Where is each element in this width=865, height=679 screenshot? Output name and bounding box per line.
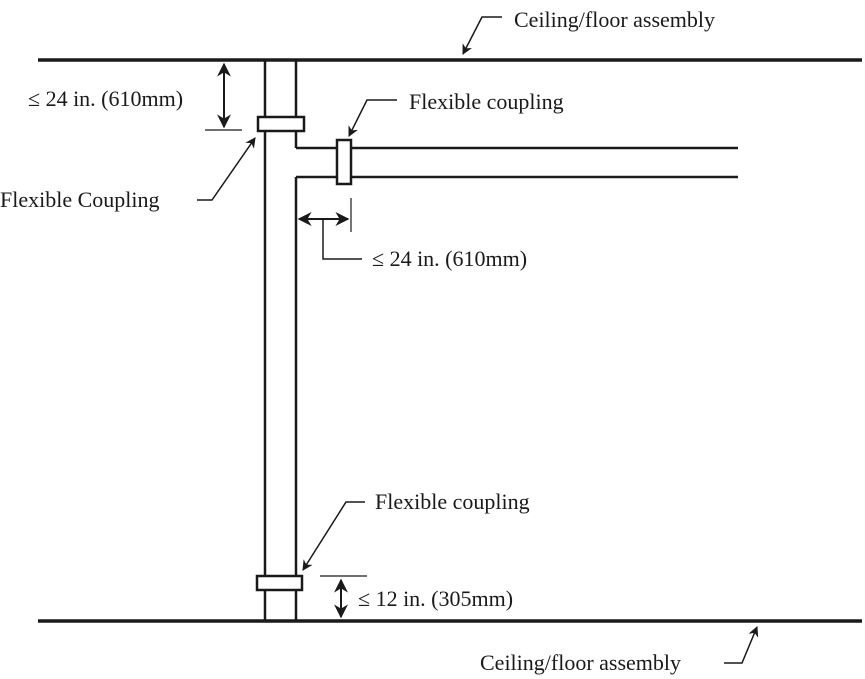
coupling-lower-riser [255,574,304,592]
dim-branch-leader [322,220,362,260]
label-dim-branch: ≤ 24 in. (610mm) [372,246,528,271]
leader-ceiling-top [462,16,502,55]
leader-ceiling-bottom [724,626,759,664]
label-ceiling-bottom: Ceiling/floor assembly [480,650,682,675]
coupling-branch [335,138,353,186]
leader-coupling-upper-riser [197,137,256,201]
label-coupling-branch: Flexible coupling [409,89,564,114]
leader-coupling-branch [348,99,397,137]
label-dim-bottom: ≤ 12 in. (305mm) [358,586,514,611]
leader-coupling-lower-riser [302,501,365,571]
label-coupling-lower-riser: Flexible coupling [375,489,530,514]
label-coupling-upper-riser: Flexible Coupling [0,187,160,212]
label-ceiling-top: Ceiling/floor assembly [514,7,716,32]
label-dim-top: ≤ 24 in. (610mm) [28,86,184,111]
coupling-upper-riser [256,115,306,133]
